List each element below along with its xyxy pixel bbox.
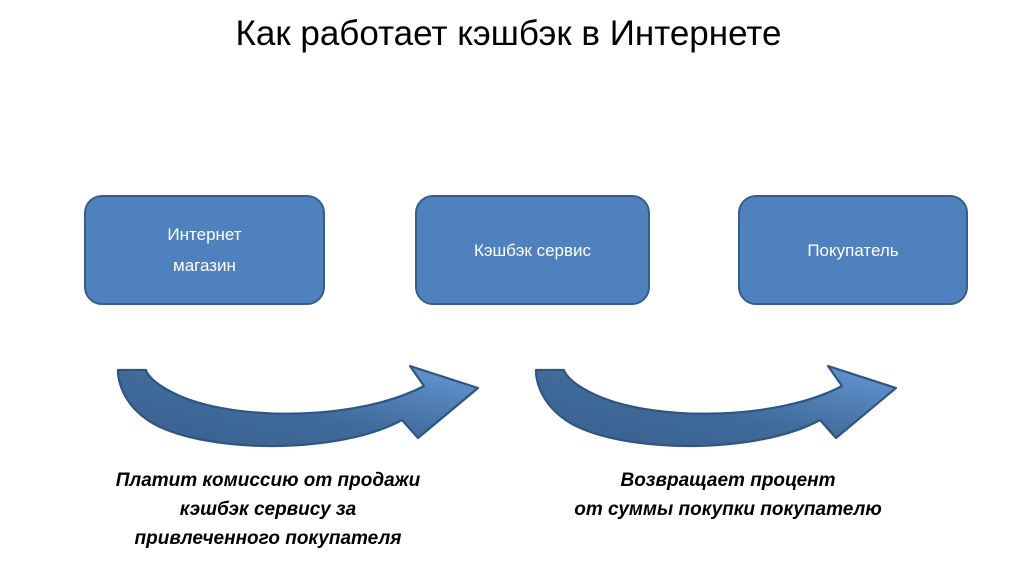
node-label-cashback-service: Кэшбэк сервис — [473, 240, 592, 260]
caption-service-to-buyer: Возвращает процент от суммы покупки поку… — [574, 470, 882, 520]
node-box-buyer[interactable]: Покупатель — [738, 195, 968, 305]
curved-up-arrow-icon-service-to-buyer — [534, 364, 898, 448]
node-box-internet-shop[interactable]: Интернет магазин — [84, 195, 325, 305]
caption-shop-to-service: Платит комиссию от продажи кэшбэк сервис… — [115, 470, 421, 549]
node-box-cashback-service[interactable]: Кэшбэк сервис — [415, 195, 650, 305]
curved-up-arrow-icon-shop-to-service — [116, 364, 480, 448]
page-title: Как работает кэшбэк в Интернете — [235, 14, 782, 53]
node-label-internet-shop: Интернет магазин — [167, 225, 242, 275]
node-label-buyer: Покупатель — [807, 240, 899, 260]
